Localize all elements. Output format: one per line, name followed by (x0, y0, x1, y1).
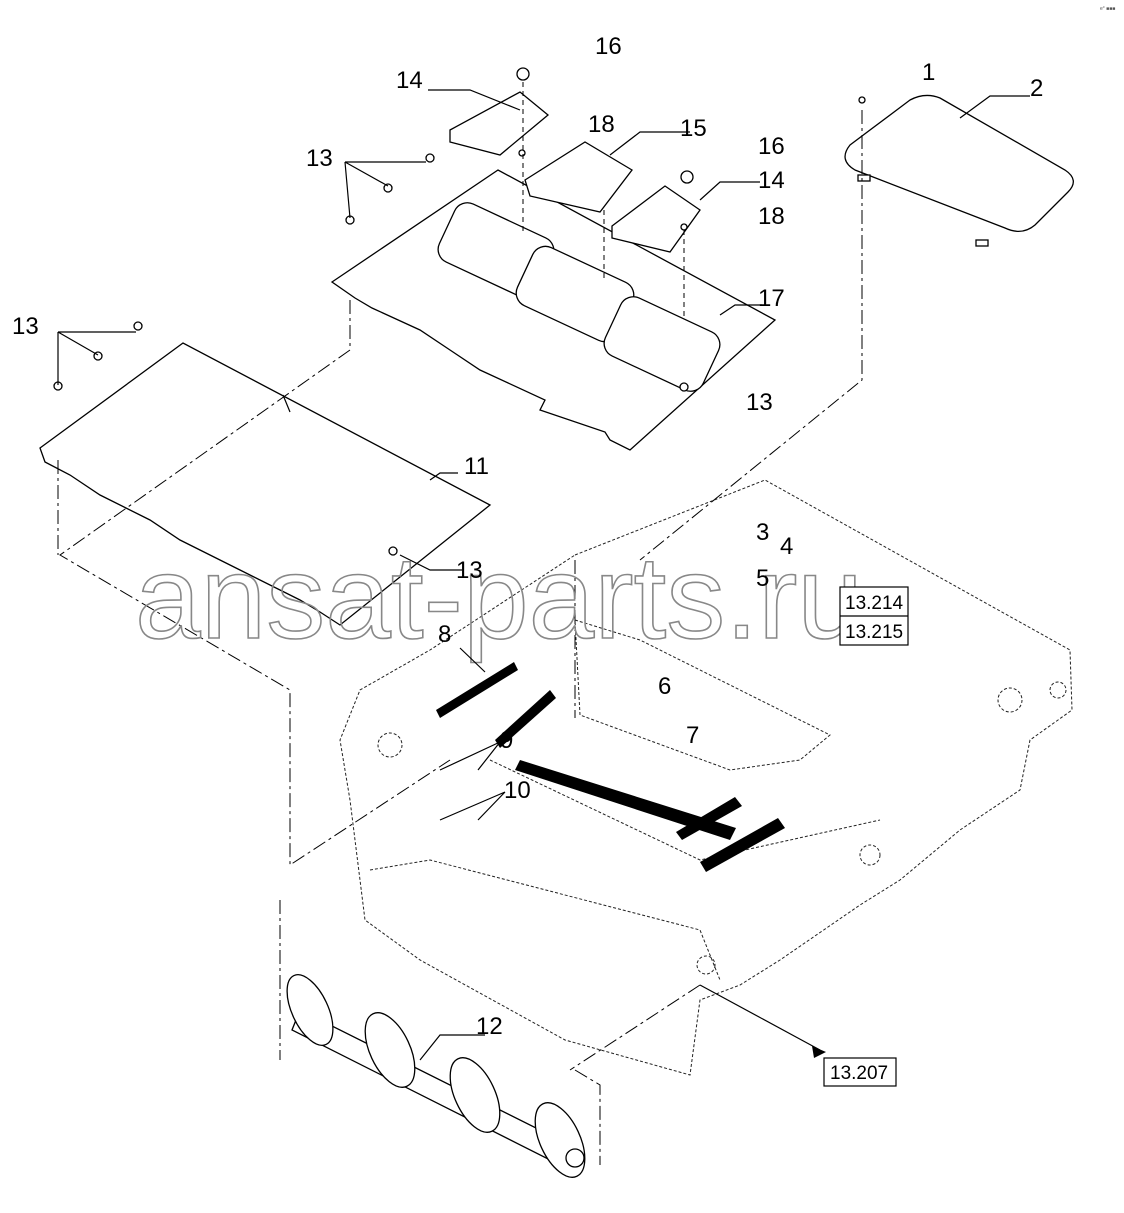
callout-18: 18 (758, 203, 785, 230)
cover-14-top (449, 91, 550, 156)
assembly-lines (57, 82, 863, 1165)
callout-1: 1 (922, 59, 935, 86)
reference-box-13-214-215[interactable]: 13.214 13.215 (839, 586, 909, 646)
fasteners (53, 67, 866, 556)
callout-14: 14 (396, 67, 423, 94)
callout-3: 3 (756, 519, 769, 546)
callout-7: 7 (686, 722, 699, 749)
callout-16: 16 (758, 133, 785, 160)
reference-13-215[interactable]: 13.215 (845, 622, 903, 643)
reference-13-207[interactable]: 13.207 (830, 1063, 888, 1084)
callout-2: 2 (1030, 75, 1043, 102)
panel-17 (330, 169, 777, 451)
reference-13-214[interactable]: 13.214 (845, 593, 904, 614)
callout-17: 17 (758, 285, 785, 312)
cover-15 (524, 141, 633, 213)
callout-11: 11 (464, 453, 489, 480)
callout-9: 9 (500, 727, 513, 754)
callout-14: 14 (758, 167, 785, 194)
shaft-12 (286, 974, 586, 1178)
callout-6: 6 (658, 673, 671, 700)
watermark: ansat-parts.ru (135, 532, 863, 664)
leader-lines (57, 89, 1030, 1061)
callout-13: 13 (456, 557, 483, 584)
callout-12: 12 (476, 1013, 503, 1040)
callout-13: 13 (12, 313, 39, 340)
callout-16: 16 (595, 33, 622, 60)
cover-plate-2 (844, 94, 1074, 247)
seal-strips (436, 662, 785, 872)
callout-4: 4 (780, 533, 793, 560)
callout-13: 13 (746, 389, 773, 416)
callout-8: 8 (438, 621, 451, 648)
frame (339, 479, 1073, 1076)
callout-15: 15 (680, 115, 707, 142)
cover-14-right (611, 185, 701, 253)
callout-labels: 16 14 1 2 18 15 13 16 14 18 17 13 13 11 … (12, 33, 1043, 1040)
panel-11 (39, 342, 492, 626)
callout-10: 10 (504, 777, 531, 804)
callout-13: 13 (306, 145, 333, 172)
corner-mark: e° ■■■ (1100, 6, 1115, 12)
callout-18: 18 (588, 111, 615, 138)
reference-box-13-207[interactable]: 13.207 (812, 1046, 897, 1087)
callout-5: 5 (756, 565, 769, 592)
